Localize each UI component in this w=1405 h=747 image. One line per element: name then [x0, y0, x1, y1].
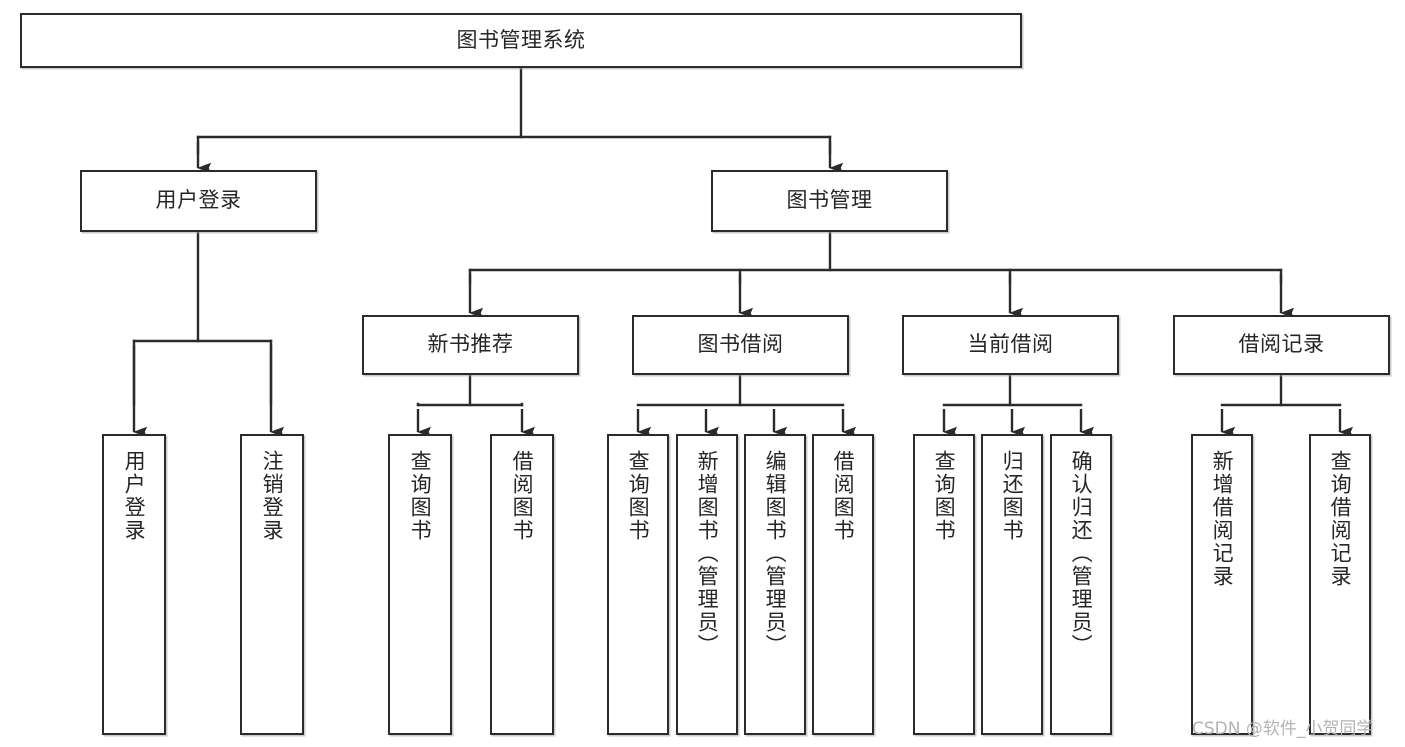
- leaf-user-login[interactable]: 用户登录: [102, 434, 166, 735]
- leaf-logout-label: 注销登录: [260, 450, 285, 542]
- node-user-login[interactable]: 用户登录: [80, 170, 317, 232]
- node-borrow-records-label: 借阅记录: [1238, 332, 1325, 357]
- leaf-query-book-current-label: 查询图书: [932, 450, 957, 542]
- leaf-return-book[interactable]: 归还图书: [981, 434, 1043, 735]
- leaf-add-borrow-record[interactable]: 新增借阅记录: [1191, 434, 1253, 735]
- node-book-borrow-label: 图书借阅: [697, 332, 784, 357]
- leaf-return-book-label: 归还图书: [1000, 450, 1025, 542]
- leaf-add-book-admin-label: 新增图书（管理员）: [695, 450, 720, 657]
- leaf-query-book-borrow[interactable]: 查询图书: [607, 434, 669, 735]
- node-root[interactable]: 图书管理系统: [20, 13, 1022, 68]
- leaf-add-book-admin[interactable]: 新增图书（管理员）: [676, 434, 738, 735]
- node-borrow-records[interactable]: 借阅记录: [1173, 315, 1390, 375]
- leaf-borrow-book-newbook-label: 借阅图书: [510, 450, 535, 542]
- leaf-query-borrow-record[interactable]: 查询借阅记录: [1309, 434, 1371, 735]
- node-root-label: 图书管理系统: [456, 27, 586, 52]
- node-book-management[interactable]: 图书管理: [711, 170, 948, 232]
- node-user-login-label: 用户登录: [155, 188, 242, 213]
- leaf-query-book-borrow-label: 查询图书: [626, 450, 651, 542]
- leaf-query-book-newbook[interactable]: 查询图书: [388, 434, 452, 735]
- leaf-confirm-return-admin-label: 确认归还（管理员）: [1069, 450, 1094, 657]
- csdn-watermark: CSDN @软件_小贺同学: [1192, 719, 1374, 739]
- node-new-book-recommend[interactable]: 新书推荐: [362, 315, 579, 375]
- leaf-borrow-book-newbook[interactable]: 借阅图书: [490, 434, 554, 735]
- node-new-book-recommend-label: 新书推荐: [427, 332, 514, 357]
- node-book-management-label: 图书管理: [786, 188, 873, 213]
- leaf-edit-book-admin[interactable]: 编辑图书（管理员）: [744, 434, 806, 735]
- leaf-query-borrow-record-label: 查询借阅记录: [1328, 450, 1353, 588]
- node-current-borrow[interactable]: 当前借阅: [902, 315, 1119, 375]
- leaf-logout[interactable]: 注销登录: [240, 434, 304, 735]
- leaf-add-borrow-record-label: 新增借阅记录: [1210, 450, 1235, 588]
- node-current-borrow-label: 当前借阅: [967, 332, 1054, 357]
- leaf-query-book-current[interactable]: 查询图书: [913, 434, 975, 735]
- node-book-borrow[interactable]: 图书借阅: [632, 315, 849, 375]
- leaf-borrow-book[interactable]: 借阅图书: [812, 434, 874, 735]
- leaf-confirm-return-admin[interactable]: 确认归还（管理员）: [1050, 434, 1112, 735]
- leaf-query-book-newbook-label: 查询图书: [408, 450, 433, 542]
- leaf-edit-book-admin-label: 编辑图书（管理员）: [763, 450, 788, 657]
- leaf-borrow-book-label: 借阅图书: [831, 450, 856, 542]
- leaf-user-login-label: 用户登录: [122, 450, 147, 542]
